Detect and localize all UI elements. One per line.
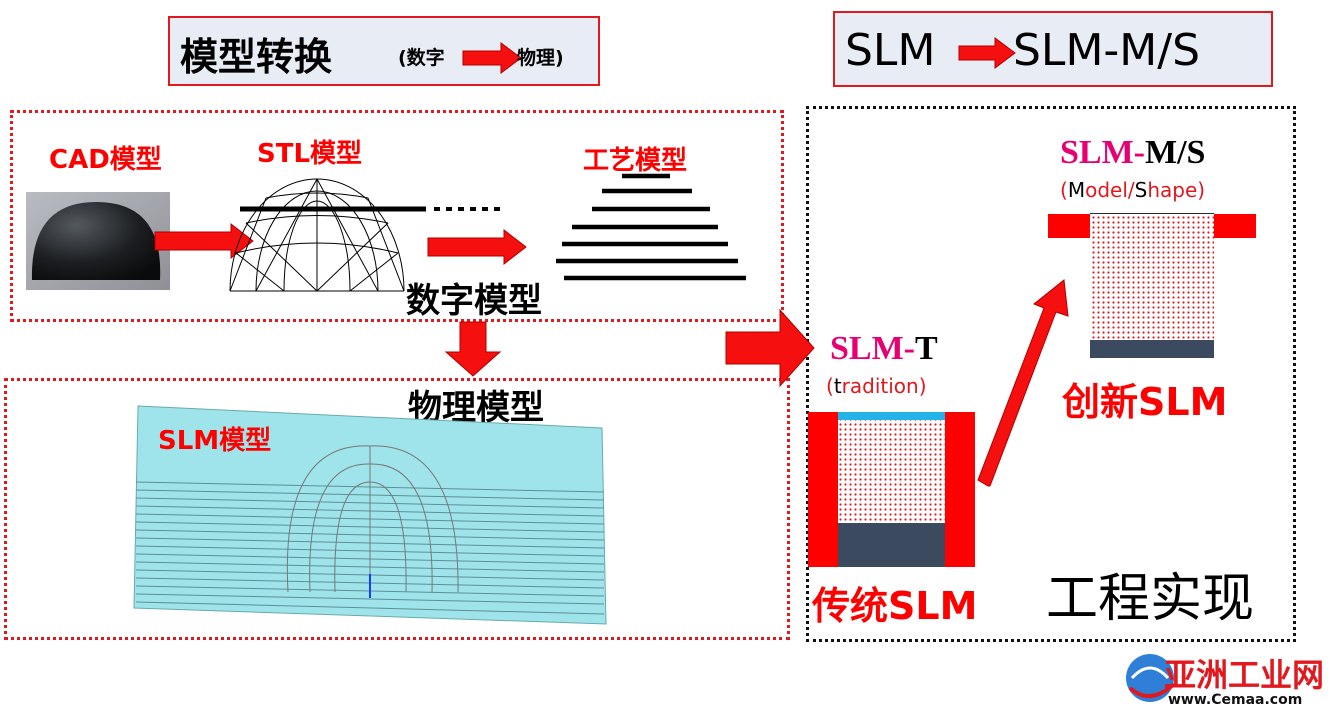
- slm-ms-label: SLM-M/S: [1060, 134, 1205, 172]
- slm-t-note-open: (: [826, 374, 834, 398]
- slm-ms-note-end: hape): [1147, 178, 1206, 202]
- stl-to-process-arrow: [427, 228, 527, 266]
- slm-title-box: SLM SLM-M/S: [833, 11, 1273, 87]
- conversion-title: 模型转换: [180, 35, 333, 79]
- digital-model-frame: [10, 110, 784, 322]
- conversion-subtitle-right: 物理): [517, 47, 564, 69]
- physical-model-frame: [4, 378, 790, 640]
- slm-layered-block: [133, 405, 607, 625]
- process-layer-lines: [556, 173, 746, 281]
- slm-ms-suffix: M/S: [1145, 134, 1206, 171]
- conversion-subtitle-left: (数字: [398, 47, 445, 69]
- slm-t-note: (tradition): [826, 374, 927, 398]
- slm-ms-prefix: SLM-: [1060, 134, 1145, 171]
- slm-ms-note: (Model/Shape): [1060, 178, 1205, 202]
- slm-ms-note-mid: odel/: [1085, 178, 1135, 202]
- globe-icon: [1126, 654, 1176, 702]
- engineering-frame: [806, 106, 1296, 642]
- conversion-arrow-icon: [462, 42, 522, 74]
- traditional-slm-chamber: [808, 412, 975, 567]
- cad-hemisphere-photo: [26, 192, 170, 290]
- engineering-label: 工程实现: [1046, 569, 1255, 629]
- watermark-brand: 亚洲工业网: [1164, 656, 1325, 694]
- to-engineering-arrow: [725, 308, 815, 388]
- conversion-title-box: 模型转换 (数字 物理): [168, 16, 600, 86]
- stl-model-label: STL模型: [257, 139, 363, 169]
- slm-t-note-end: radition): [841, 374, 927, 398]
- slm-ms-note-s: S: [1134, 178, 1148, 202]
- digital-to-physical-arrow: [444, 321, 502, 377]
- slm-ms-note-m: M: [1067, 178, 1086, 202]
- watermark-url: www.Cemaa.com: [1168, 692, 1303, 708]
- to-innovative-arrow: [977, 279, 1069, 487]
- slm-title-left: SLM: [845, 25, 936, 76]
- innovative-slm-label: 创新SLM: [1062, 380, 1228, 424]
- watermark-logo: 亚洲工业网 www.Cemaa.com: [1124, 646, 1336, 714]
- process-model-label: 工艺模型: [583, 146, 688, 176]
- slm-t-note-t: t: [833, 374, 842, 398]
- slm-t-label: SLM-T: [830, 330, 938, 368]
- slm-arrow-icon: [958, 37, 1016, 69]
- slm-t-suffix: T: [915, 330, 938, 367]
- slm-model-label: SLM模型: [158, 426, 272, 456]
- stl-wireframe-dome: [229, 178, 502, 292]
- cad-to-stl-arrow: [154, 222, 254, 260]
- digital-model-label: 数字模型: [406, 281, 542, 321]
- slm-title-right: SLM-M/S: [1013, 25, 1200, 76]
- innovative-slm-chamber: [1048, 213, 1256, 358]
- traditional-slm-label: 传统SLM: [812, 584, 978, 628]
- cad-model-label: CAD模型: [49, 145, 162, 175]
- slm-t-prefix: SLM-: [830, 330, 915, 367]
- slm-ms-note-open: (: [1060, 178, 1068, 202]
